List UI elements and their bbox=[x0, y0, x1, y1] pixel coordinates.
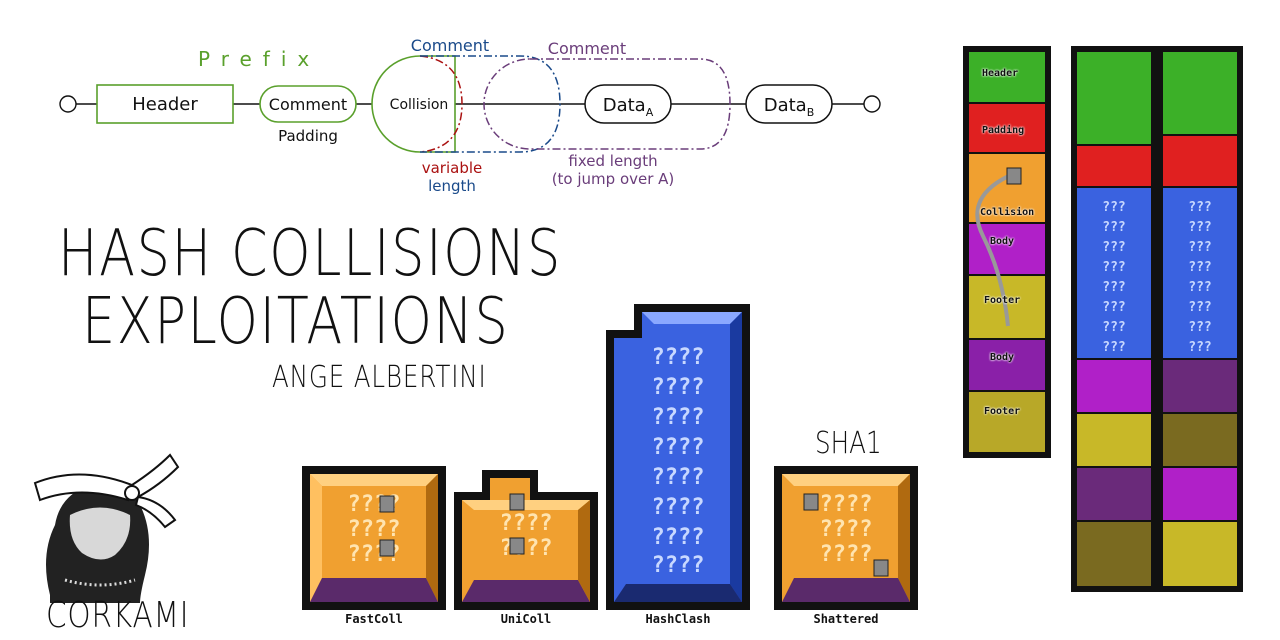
stack-item-footer-2: Footer bbox=[984, 406, 1021, 417]
stack-item-body-1: Body bbox=[990, 236, 1015, 247]
data-b-label: DataB bbox=[764, 95, 815, 119]
svg-text:????: ???? bbox=[820, 517, 873, 542]
comment-variable-top-label: Comment bbox=[411, 36, 489, 55]
header-box bbox=[96, 84, 234, 124]
svg-text:???: ??? bbox=[1102, 340, 1125, 355]
svg-text:????: ???? bbox=[652, 495, 705, 520]
comment-fixed-top-label: Comment bbox=[548, 39, 626, 58]
svg-text:???: ??? bbox=[1188, 220, 1211, 235]
hashclash-block: ???? ???? ???? ???? ???? ???? ???? ???? bbox=[606, 304, 750, 610]
stack-item-header: Header bbox=[982, 68, 1019, 79]
unicoll-block: ???? ???? bbox=[454, 470, 598, 610]
svg-text:????: ???? bbox=[652, 405, 705, 430]
svg-text:????: ???? bbox=[820, 492, 873, 517]
data-a-label: DataA bbox=[603, 95, 654, 119]
shattered-label: Shattered bbox=[813, 612, 879, 626]
svg-text:????: ???? bbox=[500, 536, 553, 561]
comment-fixed-outline bbox=[483, 58, 731, 150]
svg-text:???: ??? bbox=[1102, 320, 1125, 335]
fastcoll-block: ???? ???? ???? bbox=[302, 466, 446, 610]
sha1-label: SHA1 bbox=[815, 426, 882, 461]
svg-text:???: ??? bbox=[1188, 300, 1211, 315]
collision-label: Collision bbox=[390, 97, 449, 113]
variable-length-line2: length bbox=[428, 177, 476, 195]
svg-text:????: ???? bbox=[652, 525, 705, 550]
svg-text:???: ??? bbox=[1102, 240, 1125, 255]
svg-text:???: ??? bbox=[1102, 200, 1125, 215]
prefix-label: Prefix bbox=[198, 47, 320, 71]
collision-shape bbox=[371, 55, 456, 153]
stack-item-footer-1: Footer bbox=[984, 295, 1021, 306]
svg-text:????: ???? bbox=[652, 345, 705, 370]
shattered-block: ???? ???? ???? bbox=[774, 466, 918, 610]
stack-item-body-2: Body bbox=[990, 352, 1015, 363]
svg-text:???: ??? bbox=[1102, 280, 1125, 295]
fixed-length-line1: fixed length bbox=[568, 152, 657, 170]
file-stack bbox=[963, 46, 1051, 458]
collision-variable-edge bbox=[419, 55, 463, 153]
svg-text:???: ??? bbox=[1188, 320, 1211, 335]
start-terminal bbox=[59, 95, 77, 113]
unicoll-label: UniColl bbox=[500, 612, 552, 626]
stack-item-collision: Collision bbox=[980, 207, 1035, 218]
comment-padding-box bbox=[259, 85, 357, 123]
svg-text:???: ??? bbox=[1102, 260, 1125, 275]
svg-text:???: ??? bbox=[1188, 340, 1211, 355]
svg-text:???: ??? bbox=[1188, 200, 1211, 215]
svg-text:???: ??? bbox=[1102, 300, 1125, 315]
hashclash-label: HashClash bbox=[645, 612, 711, 626]
svg-text:????: ???? bbox=[652, 375, 705, 400]
collision-stack-a: ??? ??? ??? ??? ??? ??? ??? ??? bbox=[1071, 46, 1157, 592]
svg-text:????: ???? bbox=[348, 517, 401, 542]
file-structure-diagram: Prefix Header Comment Padding Collision … bbox=[59, 36, 881, 195]
header-box-label: Header bbox=[132, 94, 198, 115]
stack-item-padding: Padding bbox=[982, 125, 1025, 136]
svg-text:???: ??? bbox=[1188, 260, 1211, 275]
title-line-1: HASH COLLISIONS bbox=[58, 217, 562, 291]
end-terminal bbox=[863, 95, 881, 113]
data-a-box bbox=[584, 84, 672, 124]
title-line-2: EXPLOITATIONS bbox=[82, 285, 510, 359]
author-name: ANGE ALBERTINI bbox=[272, 360, 487, 395]
svg-text:????: ???? bbox=[652, 435, 705, 460]
fixed-length-line2: (to jump over A) bbox=[552, 170, 675, 188]
corkami-logo-portrait bbox=[33, 453, 180, 603]
svg-text:????: ???? bbox=[820, 542, 873, 567]
data-b-box bbox=[745, 84, 833, 124]
svg-text:????: ???? bbox=[500, 511, 553, 536]
corkami-logo-text: CORKAMI bbox=[46, 595, 190, 636]
comment-padding-label: Comment bbox=[269, 95, 347, 114]
collision-stack-b: ??? ??? ??? ??? ??? ??? ??? ??? bbox=[1157, 46, 1243, 592]
fastcoll-label: FastColl bbox=[345, 612, 403, 626]
padding-caption: Padding bbox=[278, 127, 338, 145]
svg-text:???: ??? bbox=[1102, 220, 1125, 235]
svg-text:???: ??? bbox=[1188, 280, 1211, 295]
svg-text:???: ??? bbox=[1188, 240, 1211, 255]
svg-text:????: ???? bbox=[652, 465, 705, 490]
variable-length-line1: variable bbox=[422, 159, 483, 177]
svg-text:????: ???? bbox=[652, 553, 705, 578]
